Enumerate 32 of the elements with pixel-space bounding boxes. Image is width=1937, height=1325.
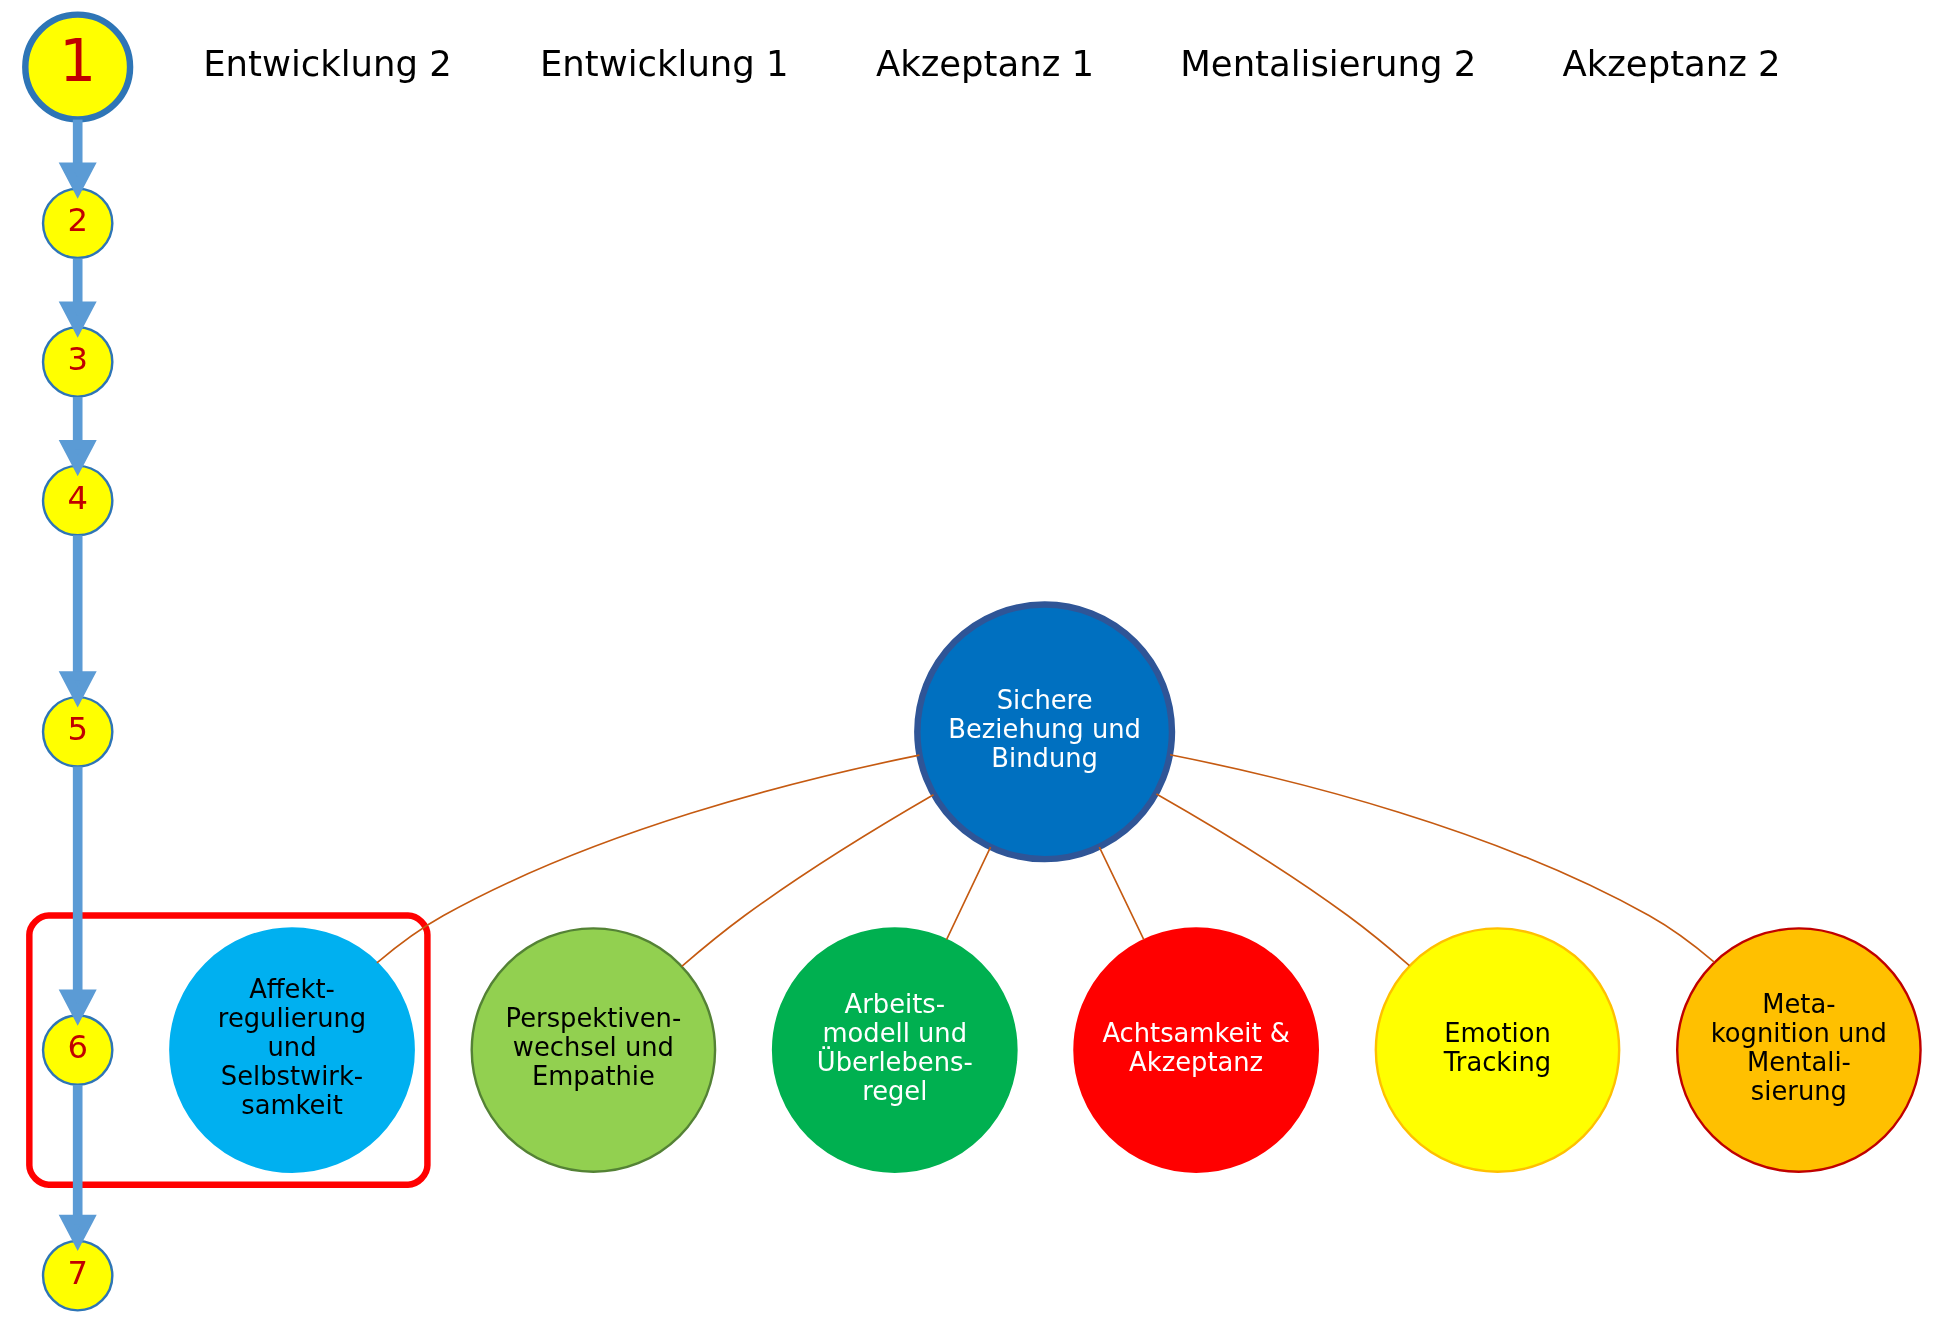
arrow <box>58 766 97 1026</box>
node-circle: Arbeits- modell und Überlebens- regel <box>771 927 1018 1173</box>
label: Entwicklung 2 <box>203 43 452 85</box>
arrow <box>58 258 97 338</box>
label: Akzeptanz 1 <box>875 43 1095 85</box>
arrow <box>58 119 97 199</box>
label: Akzeptanz 2 <box>1562 43 1781 85</box>
node-circle: Meta- kognition und Mentali- sierung <box>1676 927 1922 1173</box>
cluster <box>26 912 431 1188</box>
connector <box>680 793 935 968</box>
node-circle: 4 <box>41 464 114 537</box>
node-circle: 7 <box>41 1239 114 1312</box>
node-circle: Affekt- regulierung und Selbstwirk- samkeit <box>169 927 415 1173</box>
arrow <box>58 535 97 708</box>
node-circle: Perspektiven- wechsel und Empathie <box>470 927 717 1173</box>
arrow <box>58 1085 97 1251</box>
connector <box>376 754 921 964</box>
connector <box>1098 846 1145 941</box>
label: Mentalisierung 2 <box>1180 43 1477 85</box>
node-circle: Achtsamkeit & Akzeptanz <box>1073 927 1319 1173</box>
connector <box>1155 793 1411 967</box>
label: Entwicklung 1 <box>539 43 789 85</box>
node-circle: 5 <box>41 695 114 768</box>
node-circle: 3 <box>41 326 114 398</box>
connector <box>945 846 992 941</box>
node-circle: 6 <box>41 1014 114 1086</box>
node-circle: Emotion Tracking <box>1374 927 1621 1173</box>
connector <box>1169 753 1716 963</box>
node-circle: 2 <box>41 187 114 260</box>
node-circle: 1 <box>22 11 134 123</box>
node-circle: Sichere Beziehung und Bindung <box>914 601 1176 863</box>
arrow <box>58 397 97 477</box>
